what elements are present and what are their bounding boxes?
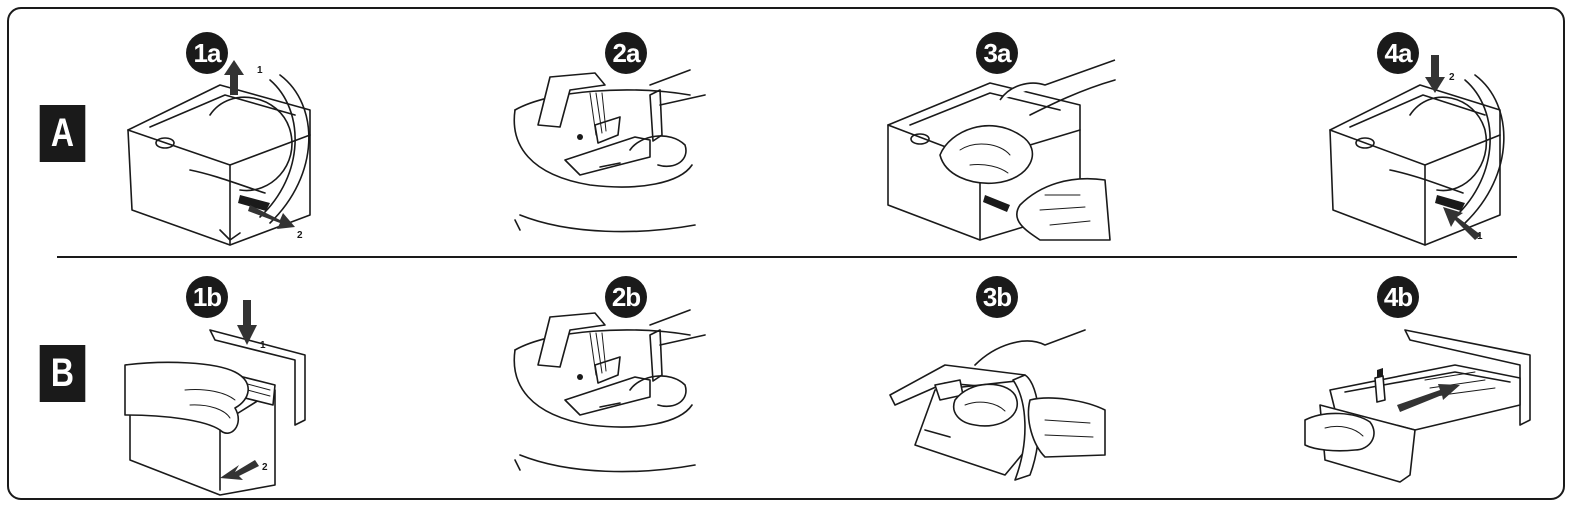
step-badge-3a: 3a	[976, 32, 1018, 74]
illustration-4a-reinsert: 2 1	[1325, 55, 1515, 250]
arrow-number-1b-press: 1	[260, 340, 266, 351]
step-badge-2a: 2a	[605, 32, 647, 74]
arrow-number-4a-push: 1	[1477, 231, 1483, 242]
step-badge-3b: 3b	[976, 276, 1018, 318]
arrow-number-4a-down: 2	[1449, 72, 1455, 83]
step-badge-4a: 4a	[1377, 32, 1419, 74]
illustration-3b-clean-drawer	[885, 325, 1110, 485]
step-badge-1b: 1b	[186, 276, 228, 318]
step-badge-2b: 2b	[605, 276, 647, 318]
arrow-number-1a-lift: 1	[257, 65, 263, 76]
row-label-a: A	[39, 105, 86, 162]
illustration-3a-clean-housing	[880, 55, 1116, 245]
step-badge-1a: 1a	[186, 32, 228, 74]
row-label-b: B	[39, 345, 86, 402]
arrow-number-1b-pull: 2	[262, 462, 268, 473]
arrow-number-1a-pull: 2	[297, 230, 303, 241]
row-divider	[57, 256, 1517, 258]
illustration-4b-reinsert	[1304, 310, 1531, 490]
illustration-1b-press-release: 1 2	[124, 300, 325, 496]
illustration-1a-drawer-removal: 1 2	[120, 55, 320, 250]
instruction-frame	[7, 7, 1565, 500]
step-badge-4b: 4b	[1377, 276, 1419, 318]
illustration-2b-rinse	[510, 305, 710, 480]
illustration-2a-rinse	[510, 65, 710, 240]
